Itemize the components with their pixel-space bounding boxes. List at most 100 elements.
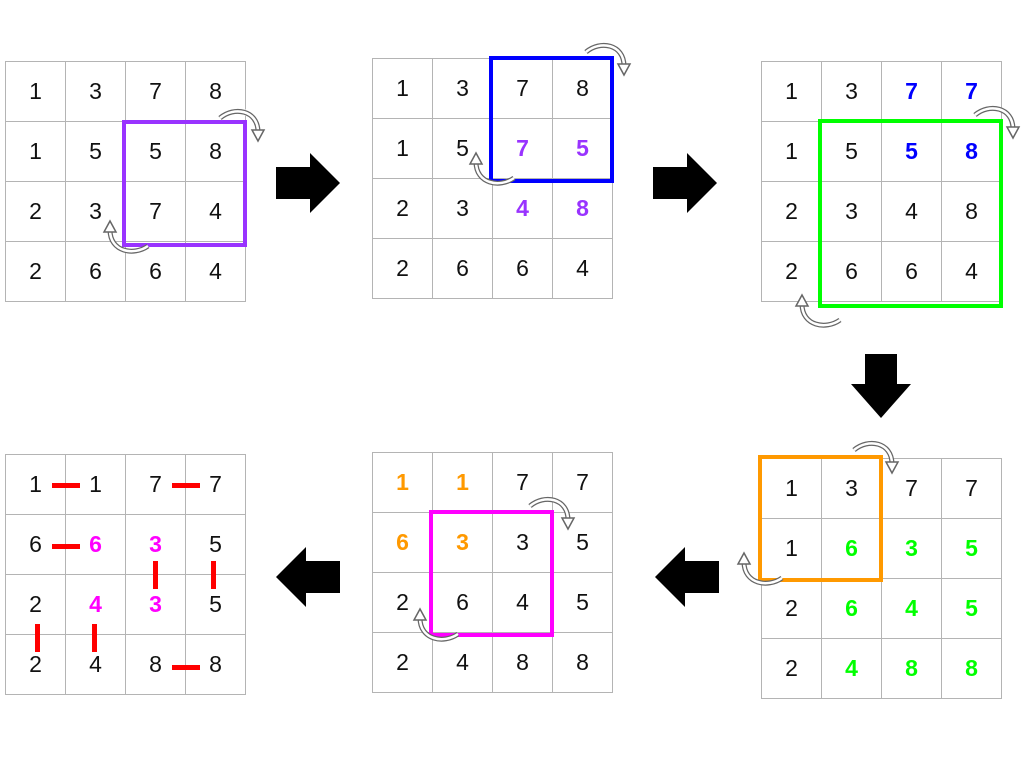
grid-cell: 5 [882,122,942,182]
grid-cell: 8 [493,633,553,693]
grid-cell: 2 [6,635,66,695]
pair-connector [153,561,158,589]
grid-cell: 3 [433,179,493,239]
grid-cell: 2 [373,633,433,693]
grid-cell: 7 [553,453,613,513]
rotation-window-frame [489,56,614,183]
grid-cell: 4 [433,633,493,693]
grid-cell: 1 [433,453,493,513]
grid-cell: 3 [433,59,493,119]
rotate-arrow-icon [102,219,150,254]
grid-cell: 1 [762,459,822,519]
grid-cell: 7 [942,459,1002,519]
grid-cell: 6 [373,513,433,573]
grid-cell: 4 [882,579,942,639]
grid-cell: 5 [553,573,613,633]
grid-cell: 1 [373,453,433,513]
grid-cell: 1 [6,62,66,122]
grid-cell: 1 [373,119,433,179]
rotate-arrow-icon [973,105,1021,140]
pair-connector [172,665,200,670]
rotation-window-frame [429,510,554,637]
rotate-arrow-icon [468,151,516,186]
rotate-arrow-icon [852,440,900,475]
grid-cell: 1 [6,122,66,182]
pair-connector [211,561,216,589]
rotate-arrow-icon [794,293,842,328]
grid-cell: 1 [762,62,822,122]
grid-cell: 1 [373,59,433,119]
grid-cell: 2 [6,242,66,302]
grid-cell: 6 [66,242,126,302]
grid-cell: 5 [942,579,1002,639]
grid-cell: 5 [553,513,613,573]
pair-connector [35,624,40,652]
grid-cell: 3 [66,62,126,122]
grid-cell: 2 [762,639,822,699]
rotate-arrow-icon [528,496,576,531]
grid-cell: 3 [433,513,493,573]
arrow-left-icon [276,547,340,607]
grid-cell: 3 [126,575,186,635]
pair-connector [92,624,97,652]
grid-cell: 6 [493,239,553,299]
grid-cell: 4 [66,635,126,695]
grid-cell: 6 [433,239,493,299]
grid-cell: 1 [66,455,126,515]
grid-cell: 7 [493,119,553,179]
grid-cell: 8 [186,635,246,695]
grid-cell: 6 [126,242,186,302]
grid-cell: 8 [553,179,613,239]
grid-cell: 7 [493,59,553,119]
grid-cell: 4 [553,239,613,299]
arrow-right-icon [276,153,340,213]
rotate-arrow-icon [412,607,460,642]
grid-cell: 8 [553,633,613,693]
grid-cell: 2 [6,182,66,242]
grid-cell: 4 [493,179,553,239]
rotation-window-frame [122,120,247,247]
grid-cell: 5 [66,122,126,182]
grid-cell: 6 [882,242,942,302]
grid-cell: 7 [882,459,942,519]
rotation-window-frame [758,455,883,582]
pair-connector [172,483,200,488]
grid-cell: 6 [433,573,493,633]
grid-cell: 7 [186,455,246,515]
grid-cell: 7 [126,182,186,242]
rotate-arrow-icon [736,551,784,586]
grid-cell: 3 [822,62,882,122]
rotate-arrow-icon [218,108,266,143]
grid-cell: 2 [373,239,433,299]
grid-cell: 3 [882,519,942,579]
grid-cell: 5 [822,122,882,182]
grid-cell: 5 [942,519,1002,579]
grid-cell: 6 [822,242,882,302]
grid-cell: 4 [186,242,246,302]
arrow-left-icon [655,547,719,607]
grid-cell: 8 [942,639,1002,699]
grid-cell: 2 [762,182,822,242]
rotation-window-frame [818,119,1003,308]
grid-cell: 1 [762,122,822,182]
grid-cell: 2 [762,242,822,302]
grid-cell: 6 [66,515,126,575]
rotate-arrow-icon [584,42,632,77]
grid-cell: 5 [186,575,246,635]
grid-cell: 5 [186,515,246,575]
grid-cell: 4 [822,639,882,699]
grid-cell: 7 [126,62,186,122]
grid-cell: 5 [126,122,186,182]
grid-cell: 8 [882,639,942,699]
grid-cell: 2 [373,179,433,239]
arrow-right-icon [653,153,717,213]
grid-cell: 6 [822,579,882,639]
grid-cell: 2 [762,579,822,639]
grid-cell: 3 [822,182,882,242]
pair-connector [52,483,80,488]
grid-cell: 7 [882,62,942,122]
grid-cell: 4 [882,182,942,242]
